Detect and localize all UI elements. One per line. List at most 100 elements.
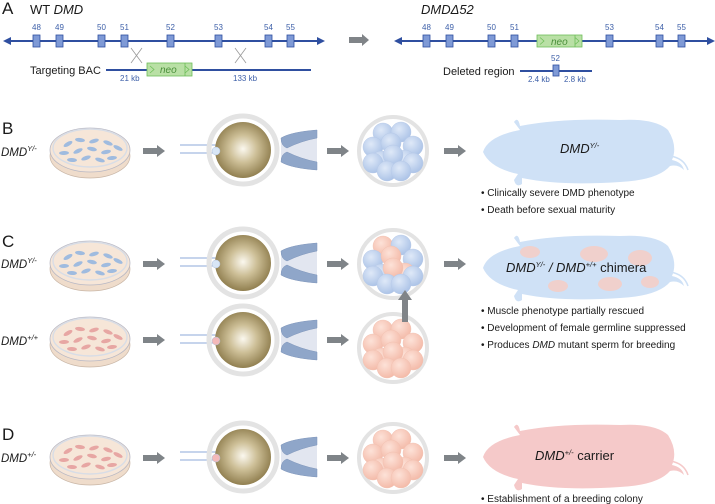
crossover-right-icon [234, 47, 247, 64]
label-suffix: carrier [574, 448, 615, 463]
exon-number: 54 [264, 23, 273, 32]
mut-gene-locus: 48 49 50 51 53 54 55 neo [394, 23, 715, 48]
mouse-d-label: DMD+/- carrier [535, 448, 615, 463]
mut-exon-49: 49 [445, 23, 454, 48]
mouse-tail [669, 271, 689, 287]
arrow-d-3 [444, 452, 466, 464]
morula-c-wt [357, 312, 429, 384]
arrow-d-1 [143, 452, 165, 464]
wt-exon-49: 49 [55, 23, 64, 48]
genotype-sup: Y/- [27, 256, 37, 265]
neo-cassette-bac: neo [146, 62, 193, 77]
label-sup: Y/- [590, 141, 600, 150]
blastocyst-icon [215, 312, 271, 368]
label-base-1: DMD [506, 260, 536, 275]
panel-letter-c: C [2, 232, 14, 251]
wt-exon-53: 53 [214, 23, 223, 48]
wt-exon-48: 48 [32, 23, 41, 48]
deleted-exon-52 [552, 64, 560, 77]
mut-left-arrowhead-icon [394, 37, 402, 45]
panel-d-genotype: DMD+/- [1, 450, 37, 465]
targeting-bac-label: Targeting BAC [30, 65, 101, 77]
genotype-sup: +/+ [27, 333, 38, 342]
panel-b-bullet-1: • Clinically severe DMD phenotype [481, 188, 635, 199]
wt-exon-52: 52 [166, 23, 175, 48]
arrow-c-4 [143, 334, 165, 346]
chimera-patch [628, 250, 652, 266]
exon-number: 52 [166, 23, 175, 32]
mut-exon-55: 55 [677, 23, 686, 48]
label-sup-1: Y/- [536, 260, 546, 269]
embryo-cell [390, 160, 412, 182]
panel-c-bullet-2: • Development of female germline suppres… [481, 323, 686, 334]
morula-d [357, 422, 429, 494]
chimera-patch [520, 246, 540, 258]
panel-c-genotype-1: DMDY/- [1, 256, 37, 271]
wt-right-arrowhead-icon [317, 37, 325, 45]
exon-number: 53 [605, 23, 614, 32]
chimera-mouse [483, 235, 689, 302]
wt-title-prefix: WT [30, 2, 54, 17]
crossover-left-icon [130, 47, 143, 64]
es-cell-dish-b [49, 127, 131, 179]
mouse-tail [669, 155, 689, 171]
kb-right-label: 133 kb [233, 74, 258, 83]
mut-exon-50: 50 [487, 23, 496, 48]
carrier-mouse [483, 424, 689, 491]
label-suffix: chimera [597, 260, 648, 275]
arrow-c-3 [444, 258, 466, 270]
wt-exon-51: 51 [120, 23, 129, 48]
panel-c-bullet-3: • Produces DMD mutant sperm for breeding [481, 340, 675, 351]
exon-number: 48 [32, 23, 41, 32]
panel-c-genotype-2: DMD+/+ [1, 333, 39, 348]
chimera-patch [580, 246, 608, 262]
mouse-tail [669, 460, 689, 476]
panel-b-bullet-2: • Death before sexual maturity [481, 205, 615, 216]
morula-b [357, 115, 429, 187]
panel-a-arrow-icon [349, 34, 369, 46]
mut-exon-54: 54 [655, 23, 664, 48]
panel-c-bullet-1: • Muscle phenotype partially rescued [481, 306, 644, 317]
es-cell-icon [211, 146, 221, 156]
exon-number: 51 [510, 23, 519, 32]
mouse-body-icon [483, 424, 684, 491]
kb-left-label: 21 kb [120, 74, 140, 83]
mouse-b-label: DMDY/- [560, 141, 600, 156]
exon-number: 49 [445, 23, 454, 32]
zona-pellucida [206, 226, 280, 300]
zona-pellucida [206, 113, 280, 187]
blastocyst-icon [215, 235, 271, 291]
deleted-kb-right: 2.8 kb [564, 75, 586, 84]
wt-exon-50: 50 [97, 23, 106, 48]
genotype-base: DMD [1, 259, 27, 271]
mut-exon-53: 53 [605, 23, 614, 48]
genotype-sup: Y/- [27, 144, 37, 153]
es-cell-dish-c-wt [49, 316, 131, 368]
panel-letter-a: A [2, 0, 14, 18]
blastocyst-injection-b [180, 113, 318, 187]
embryo-cell [390, 273, 412, 295]
es-cell-dish-d [49, 434, 131, 486]
embryo-cell [390, 357, 412, 379]
exon-number: 48 [422, 23, 431, 32]
wt-exon-55: 55 [286, 23, 295, 48]
chimera-patch [598, 277, 622, 291]
wt-gene-locus: 48 49 50 51 52 53 54 55 [3, 23, 325, 48]
wt-title-gene: DMD [54, 2, 84, 17]
zona-pellucida [206, 303, 280, 377]
blastocyst-icon [215, 429, 271, 485]
exon-number: 51 [120, 23, 129, 32]
label-sup-2: +/+ [586, 260, 597, 269]
genotype-base: DMD [1, 147, 27, 159]
exon-number: 50 [97, 23, 106, 32]
neo-label-mut: neo [551, 37, 568, 48]
aggregation-arrow-icon [398, 290, 412, 322]
wt-dmd-title: WT DMD [30, 2, 83, 17]
arrow-c-2 [327, 258, 349, 270]
genotype-base: DMD [1, 336, 27, 348]
exon-number: 55 [677, 23, 686, 32]
mouse-body-icon [483, 119, 684, 186]
deleted-exon-number: 52 [551, 54, 560, 63]
label-base: DMD [535, 448, 565, 463]
